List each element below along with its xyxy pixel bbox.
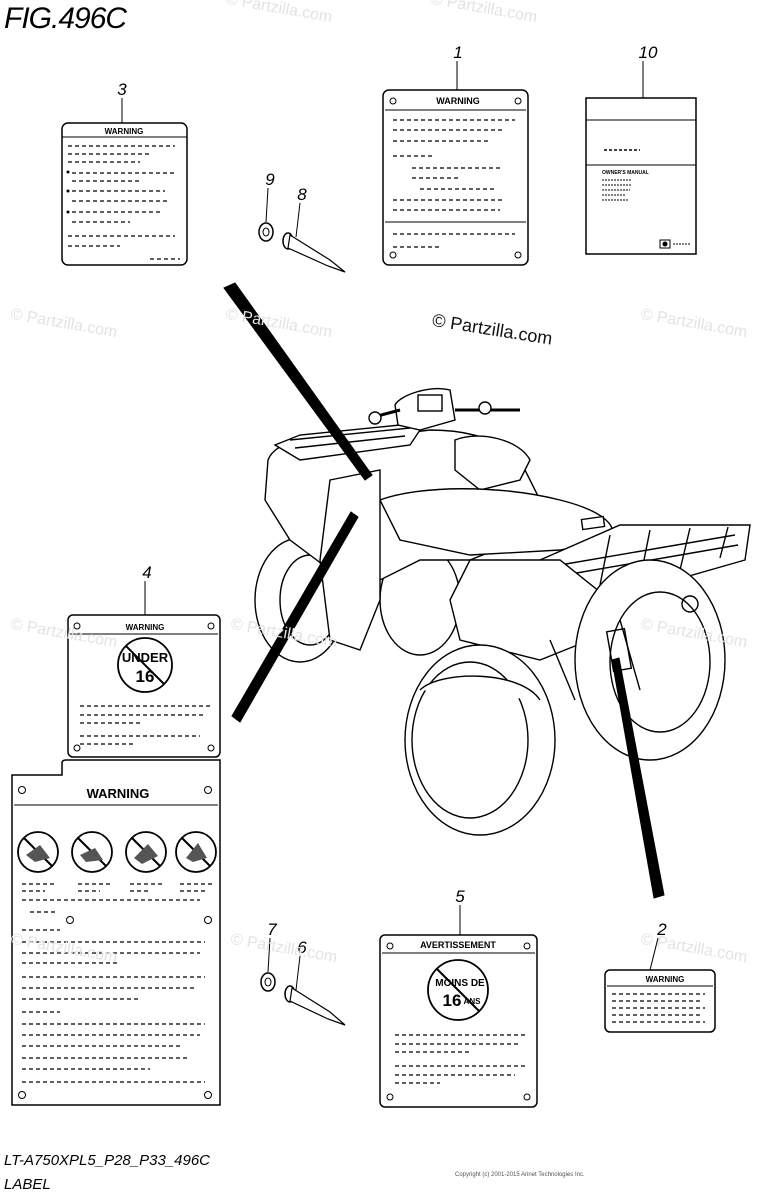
callout-5: 5 (455, 887, 465, 935)
callout-9-number: 9 (265, 170, 275, 189)
label-4-under-text: UNDER (122, 650, 169, 665)
label-2-warning-text: WARNING (646, 975, 685, 984)
atv-illustration (254, 388, 751, 836)
label-2: WARNING (604, 969, 716, 1033)
model-code: LT-A750XPL5_P28_P33_496C (4, 1152, 211, 1169)
callout-1-number: 1 (453, 43, 462, 62)
callout-9: 9 (265, 170, 275, 223)
washer-7 (260, 972, 276, 992)
manual-title: OWNER'S MANUAL (602, 170, 649, 176)
label-4-warning-text: WARNING (126, 623, 165, 632)
large-label-warning-text: WARNING (87, 786, 150, 801)
label-5-ans-text: ANS (464, 997, 482, 1006)
callout-10: 10 (639, 43, 658, 98)
callout-7: 7 (267, 920, 277, 973)
label-1-warning-text: WARNING (436, 96, 480, 106)
callout-5-number: 5 (455, 887, 465, 906)
callout-8: 8 (295, 185, 307, 238)
callout-7-number: 7 (267, 920, 277, 939)
leader-lines (223, 282, 665, 899)
owners-manual-10: OWNER'S MANUAL (585, 97, 697, 255)
callout-2-number: 2 (656, 920, 667, 939)
label-5-age-text: 16 (443, 991, 462, 1010)
callout-1: 1 (453, 43, 463, 90)
label-3: WARNING (61, 122, 188, 266)
callout-8-number: 8 (297, 185, 307, 204)
callout-6-number: 6 (297, 938, 307, 957)
callout-3: 3 (117, 80, 127, 123)
label-1: WARNING (382, 89, 529, 266)
copyright-text: Copyright (c) 2001-2015 Arinet Technolog… (455, 1172, 585, 1178)
rivet-6 (284, 985, 346, 1026)
callout-2: 2 (649, 920, 667, 971)
label-large-warning: WARNING (11, 759, 221, 1106)
label-5: AVERTISSEMENT MOINS DE 16 ANS (379, 934, 538, 1108)
callout-3-number: 3 (117, 80, 127, 99)
callout-10-number: 10 (639, 43, 658, 62)
label-4: WARNING UNDER 16 (67, 614, 221, 758)
rivet-8 (282, 232, 346, 273)
figure-title: FIG.496C (4, 2, 127, 35)
label-5-moins-text: MOINS DE (435, 978, 485, 989)
callout-4-number: 4 (142, 563, 151, 582)
callout-4: 4 (142, 563, 152, 615)
washer-9 (258, 222, 274, 242)
label-5-avertissement-text: AVERTISSEMENT (420, 940, 496, 950)
label-4-age-text: 16 (136, 667, 155, 686)
callout-6: 6 (295, 938, 307, 991)
label-3-warning-text: WARNING (105, 127, 144, 136)
section-name: LABEL (4, 1176, 51, 1193)
